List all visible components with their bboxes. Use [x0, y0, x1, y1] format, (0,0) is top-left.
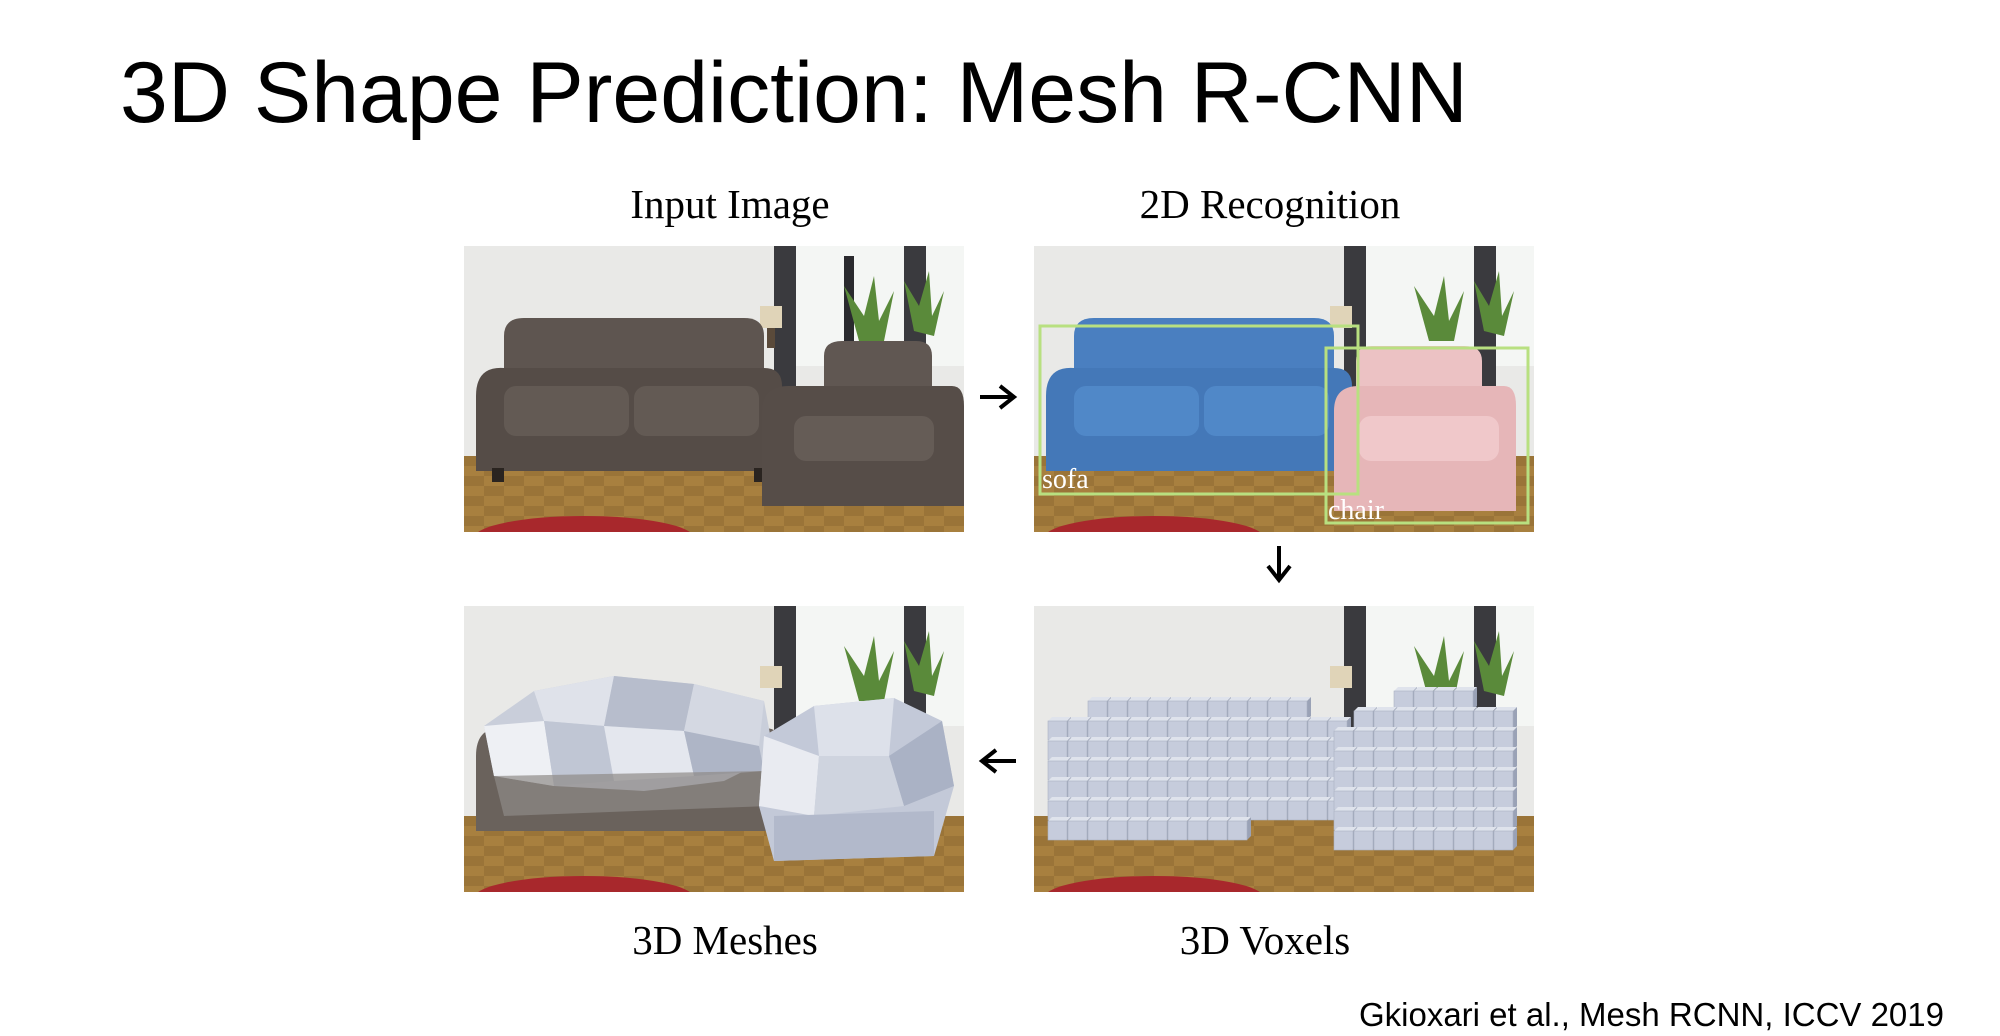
arrow-left-icon [978, 748, 1016, 774]
arrow-down-icon [1266, 546, 1292, 584]
voxels-label: 3D Voxels [1179, 917, 1351, 963]
arrow-right-icon [980, 384, 1018, 410]
recognition-panel: sofa chair [1034, 246, 1534, 532]
meshes-panel [464, 606, 964, 892]
slide-title: 3D Shape Prediction: Mesh R-CNN [120, 45, 1468, 141]
chair-mesh [759, 698, 954, 861]
input-image-panel [464, 246, 964, 532]
sofa-mesh [484, 676, 774, 816]
voxels-panel [1034, 606, 1534, 892]
recognition-label: 2D Recognition [1139, 181, 1401, 227]
chair-box-label: chair [1328, 495, 1385, 526]
citation: Gkioxari et al., Mesh RCNN, ICCV 2019 [1358, 996, 1944, 1033]
sofa-mask [1046, 318, 1352, 471]
sofa-bounding-box [1038, 324, 1360, 496]
voxel-grid [1047, 687, 1517, 851]
input-image-label: Input Image [630, 181, 830, 227]
chair-mask [1334, 346, 1516, 511]
sofa-box-label: sofa [1042, 464, 1089, 495]
meshes-label: 3D Meshes [632, 917, 818, 963]
chair-bounding-box [1324, 346, 1530, 525]
